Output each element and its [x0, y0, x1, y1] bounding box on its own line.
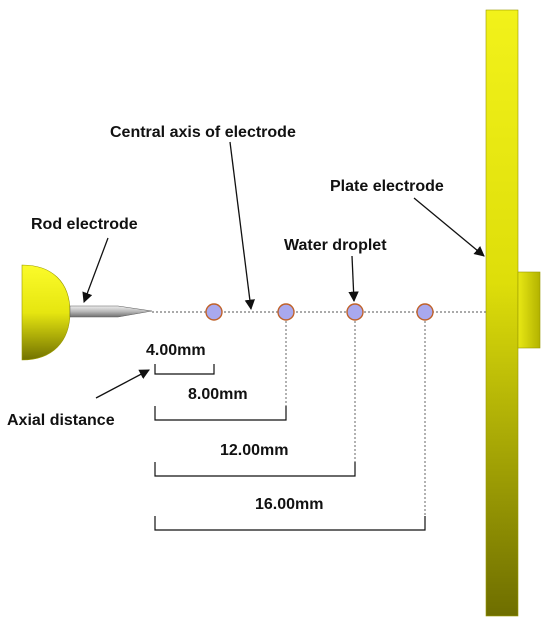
bracket-4mm: [154, 364, 215, 375]
water-droplet-3: [346, 303, 364, 321]
water-droplet-1: [205, 303, 223, 321]
water-droplets: [205, 303, 434, 321]
rod-electrode: [21, 264, 153, 361]
distance-label-8mm: 8.00mm: [188, 386, 248, 403]
plate-electrode-label: Plate electrode: [330, 178, 444, 195]
bracket-8mm: [154, 406, 287, 421]
dimension-brackets: [154, 364, 426, 531]
distance-label-4mm: 4.00mm: [146, 342, 206, 359]
callout-arrows: [82, 141, 485, 399]
central-axis-arrow: [229, 141, 255, 311]
rod-electrode-label: Rod electrode: [31, 216, 138, 233]
water-droplet-arrow: [348, 255, 359, 303]
distance-label-12mm: 12.00mm: [220, 442, 289, 459]
bracket-16mm: [154, 516, 426, 531]
plate-electrode-arrow: [413, 197, 485, 257]
drop-lines: [285, 321, 426, 530]
water-droplet-label: Water droplet: [284, 237, 387, 254]
central-axis-label: Central axis of electrode: [110, 124, 296, 141]
axial-distance-label: Axial distance: [7, 412, 115, 429]
axial-distance-arrow: [95, 369, 150, 399]
rod-electrode-arrow: [82, 237, 109, 303]
distance-label-16mm: 16.00mm: [255, 496, 324, 513]
water-droplet-4: [416, 303, 434, 321]
bracket-12mm: [154, 462, 356, 477]
plate-electrode: [485, 9, 541, 617]
water-droplet-2: [277, 303, 295, 321]
